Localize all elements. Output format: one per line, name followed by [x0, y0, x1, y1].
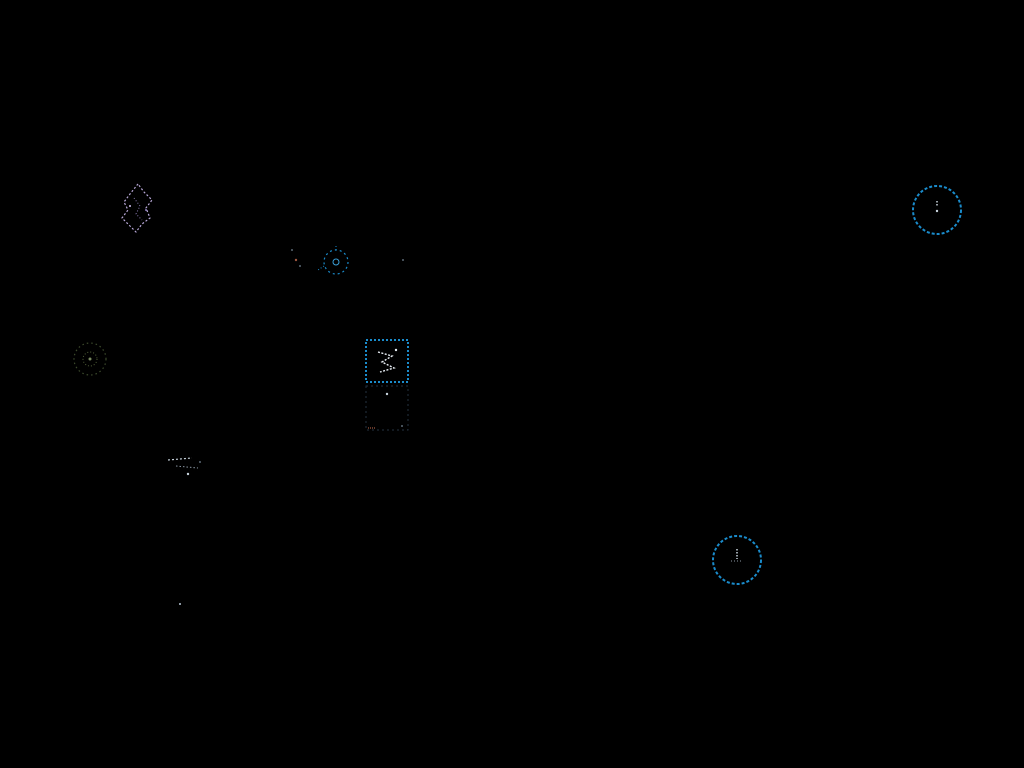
spinner-drone-sprite — [73, 342, 107, 376]
orbit-ring-marker-right[interactable] — [910, 183, 964, 237]
faint-star-speck — [179, 603, 181, 605]
crystal-shard-sprite — [121, 183, 153, 233]
orbit-ring-marker-bottom[interactable] — [710, 533, 764, 587]
debris-cluster-sprite — [291, 244, 404, 275]
ship-fragment-sprite — [167, 457, 201, 476]
control-pad-sprite[interactable] — [362, 336, 412, 436]
